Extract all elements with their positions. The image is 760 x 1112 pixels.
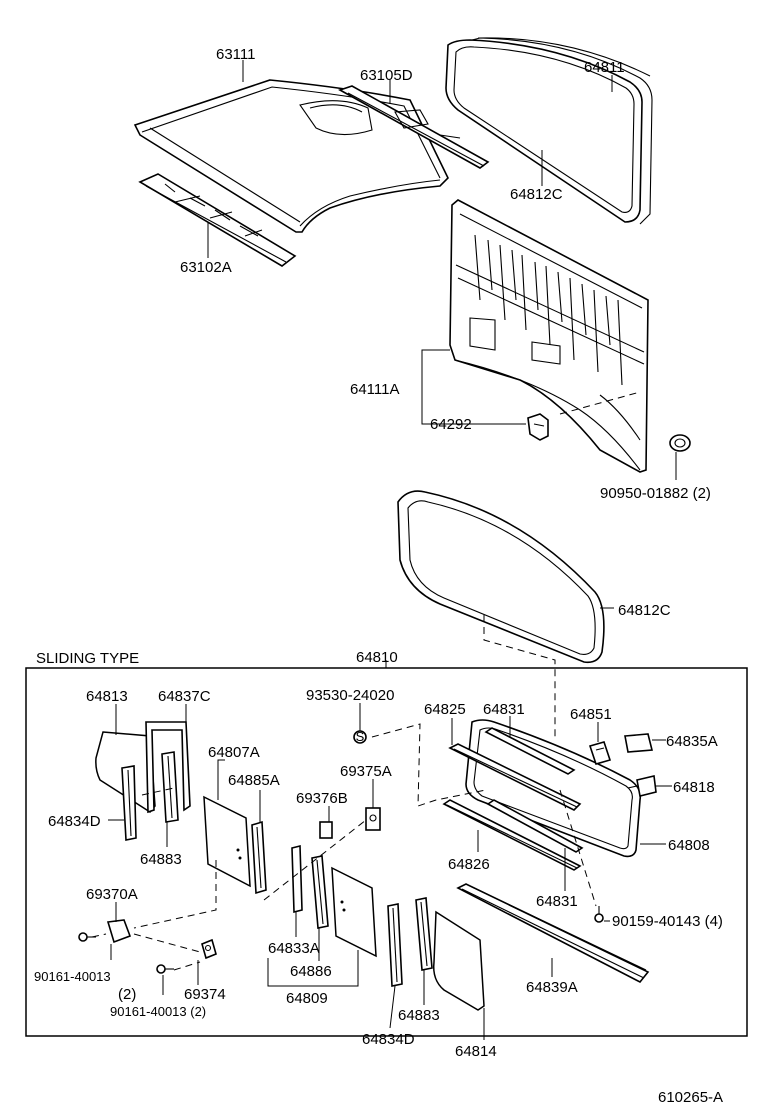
label-64834d-left: 64834D bbox=[48, 813, 101, 830]
label-64886: 64886 bbox=[290, 963, 332, 980]
run-64831-bottom bbox=[486, 799, 584, 853]
label-64833a: 64833A bbox=[268, 940, 320, 957]
lock-64851 bbox=[588, 741, 612, 765]
label-64810: 64810 bbox=[356, 649, 398, 666]
grommet-90950 bbox=[669, 434, 691, 452]
run-64825 bbox=[448, 743, 582, 811]
label-64818: 64818 bbox=[673, 779, 715, 796]
label-64807a: 64807A bbox=[208, 744, 260, 761]
clip-69376b bbox=[319, 821, 333, 839]
handle-69370a bbox=[106, 919, 132, 944]
roof-panel bbox=[133, 79, 449, 233]
cover-64835a bbox=[624, 733, 654, 753]
label-90159: 90159-40143 (4) bbox=[612, 913, 723, 930]
figure-code: 610265-A bbox=[658, 1089, 723, 1106]
label-64885a: 64885A bbox=[228, 772, 280, 789]
run-64886 bbox=[311, 855, 329, 929]
channel-64837c bbox=[145, 721, 191, 814]
label-69376b: 69376B bbox=[296, 790, 348, 807]
glass-64814 bbox=[432, 910, 485, 1011]
screw-90161-b bbox=[156, 964, 174, 974]
label-63111: 63111 bbox=[216, 46, 256, 63]
assembly-dash-lines bbox=[91, 391, 641, 971]
run-64883-right bbox=[415, 897, 433, 971]
glass-64807a bbox=[203, 795, 251, 888]
screw-90159 bbox=[594, 906, 604, 923]
run-64885a bbox=[251, 820, 267, 895]
label-93530: 93530-24020 bbox=[306, 687, 394, 704]
label-63105d: 63105D bbox=[360, 67, 413, 84]
label-64839a: 64839A bbox=[526, 979, 578, 996]
frame-64808 bbox=[465, 719, 642, 858]
label-64825: 64825 bbox=[424, 701, 466, 718]
back-window-glass-top bbox=[445, 37, 653, 225]
label-90161-a: 90161-40013 bbox=[34, 969, 111, 984]
run-64883-left bbox=[161, 751, 179, 823]
label-63102a: 63102A bbox=[180, 259, 232, 276]
bracket-64292 bbox=[527, 413, 549, 441]
label-69375a: 69375A bbox=[340, 763, 392, 780]
run-64834d-right bbox=[387, 903, 403, 987]
screw-90161-a bbox=[78, 932, 96, 942]
label-64813: 64813 bbox=[86, 688, 128, 705]
section-label: SLIDING TYPE bbox=[36, 650, 139, 667]
leader-lines bbox=[108, 60, 677, 1040]
label-64809: 64809 bbox=[286, 990, 328, 1007]
label-90161-a-qty: (2) bbox=[118, 986, 136, 1003]
label-90950: 90950-01882 (2) bbox=[600, 485, 711, 502]
back-panel bbox=[449, 199, 649, 473]
label-90161-b: 90161-40013 (2) bbox=[110, 1004, 206, 1019]
roof-bow-rear bbox=[338, 85, 490, 169]
label-64111a: 64111A bbox=[350, 381, 400, 398]
label-69370a: 69370A bbox=[86, 886, 138, 903]
bracket-64818 bbox=[627, 775, 657, 797]
s-mark-text: S bbox=[356, 729, 365, 744]
label-64837c: 64837C bbox=[158, 688, 211, 705]
label-64883-left: 64883 bbox=[140, 851, 182, 868]
label-64811: 64811 bbox=[584, 59, 625, 76]
catch-69374 bbox=[201, 938, 217, 960]
labels: 63111 63105D 64811 64812C 63102A 64111A … bbox=[34, 46, 723, 1106]
run-64834d-left bbox=[121, 765, 137, 841]
label-64835a: 64835A bbox=[666, 733, 718, 750]
label-64831-bottom: 64831 bbox=[536, 893, 578, 910]
label-64808: 64808 bbox=[668, 837, 710, 854]
label-64812c-top: 64812C bbox=[510, 186, 563, 203]
label-64812c-mid: 64812C bbox=[618, 602, 671, 619]
label-64883-right: 64883 bbox=[398, 1007, 440, 1024]
label-64814: 64814 bbox=[455, 1043, 497, 1060]
glass-64809 bbox=[331, 866, 377, 958]
label-64834d-right: 64834D bbox=[362, 1031, 415, 1048]
label-69374: 69374 bbox=[184, 986, 226, 1003]
run-64831-top bbox=[484, 727, 576, 775]
run-64826 bbox=[442, 799, 582, 871]
roof-bow-front bbox=[138, 173, 297, 267]
latch-69375a bbox=[365, 807, 381, 831]
rail-64839a bbox=[456, 883, 650, 984]
weatherstrip-64812c bbox=[397, 490, 605, 664]
supplier-mark: S bbox=[353, 729, 367, 744]
label-64292: 64292 bbox=[430, 416, 472, 433]
run-64833a bbox=[291, 844, 303, 914]
label-64851: 64851 bbox=[570, 706, 612, 723]
label-64826: 64826 bbox=[448, 856, 490, 873]
label-64831-top: 64831 bbox=[483, 701, 525, 718]
